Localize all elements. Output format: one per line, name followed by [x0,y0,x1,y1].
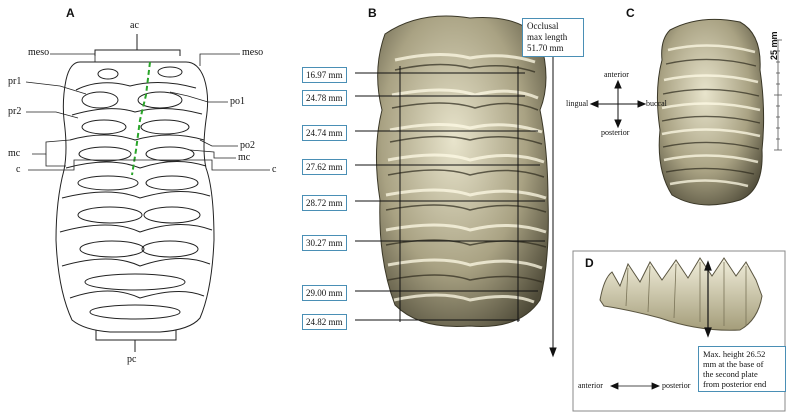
measurement-box: 24.74 mm [302,125,347,141]
measurement-box: 28.72 mm [302,195,347,211]
panel-b-tooth [375,15,549,328]
label-ac: ac [130,20,139,31]
measurement-box: 24.78 mm [302,90,347,106]
panel-d-tooth [599,257,763,331]
midline-dashed [131,61,151,176]
orientation-posterior: posterior [601,128,630,137]
label-po2: po2 [240,140,255,151]
max-height-note-line: mm at the base of [703,359,764,369]
scale-bar-label: 25 mm [769,31,779,60]
panel-d-posterior: posterior [662,381,691,390]
panel-label-c: C [626,6,635,20]
occlusal-note-line: max length [527,32,568,42]
panel-label-d: D [585,256,594,270]
panel-c-scale-bar [774,39,782,151]
panel-a-tooth-outline [55,34,215,352]
label-c-right: c [272,164,277,175]
panel-a-leaders [25,53,270,171]
max-height-note-line: from posterior end [703,379,767,389]
panel-label-a: A [66,6,75,20]
panel-label-b: B [368,6,377,20]
max-height-note-line: the second plate [703,369,758,379]
orientation-buccal: buccal [646,99,667,108]
measurement-box: 29.00 mm [302,285,347,301]
panel-d-height-arrow [704,260,712,338]
measurement-box: 27.62 mm [302,159,347,175]
panel-d-anterior: anterior [578,381,603,390]
label-mc-right: mc [238,152,251,163]
panel-d-frame [572,250,786,412]
occlusal-note-line: Occlusal [527,21,559,31]
label-pr2: pr2 [8,106,22,117]
occlusal-length-note: Occlusal max length 51.70 mm [522,18,584,57]
panel-b-measure-lines [355,42,557,358]
label-meso-left: meso [28,47,50,58]
panel-d-orientation-arrow [609,382,661,390]
measurement-box: 30.27 mm [302,235,347,251]
label-pc: pc [127,354,137,365]
panel-c-tooth [656,18,765,206]
orientation-lingual: lingual [566,99,589,108]
label-meso-right: meso [242,47,264,58]
label-mc-left: mc [8,148,21,159]
orientation-cross [589,79,647,129]
measurement-box: 24.82 mm [302,314,347,330]
max-height-note-line: Max. height 26.52 [703,349,766,359]
label-c-left: c [16,164,21,175]
label-pr1: pr1 [8,76,22,87]
orientation-anterior: anterior [604,70,629,79]
max-height-note: Max. height 26.52 mm at the base of the … [698,346,786,392]
measurement-box: 16.97 mm [302,67,347,83]
label-po1: po1 [230,96,245,107]
occlusal-note-line: 51.70 mm [527,43,564,53]
